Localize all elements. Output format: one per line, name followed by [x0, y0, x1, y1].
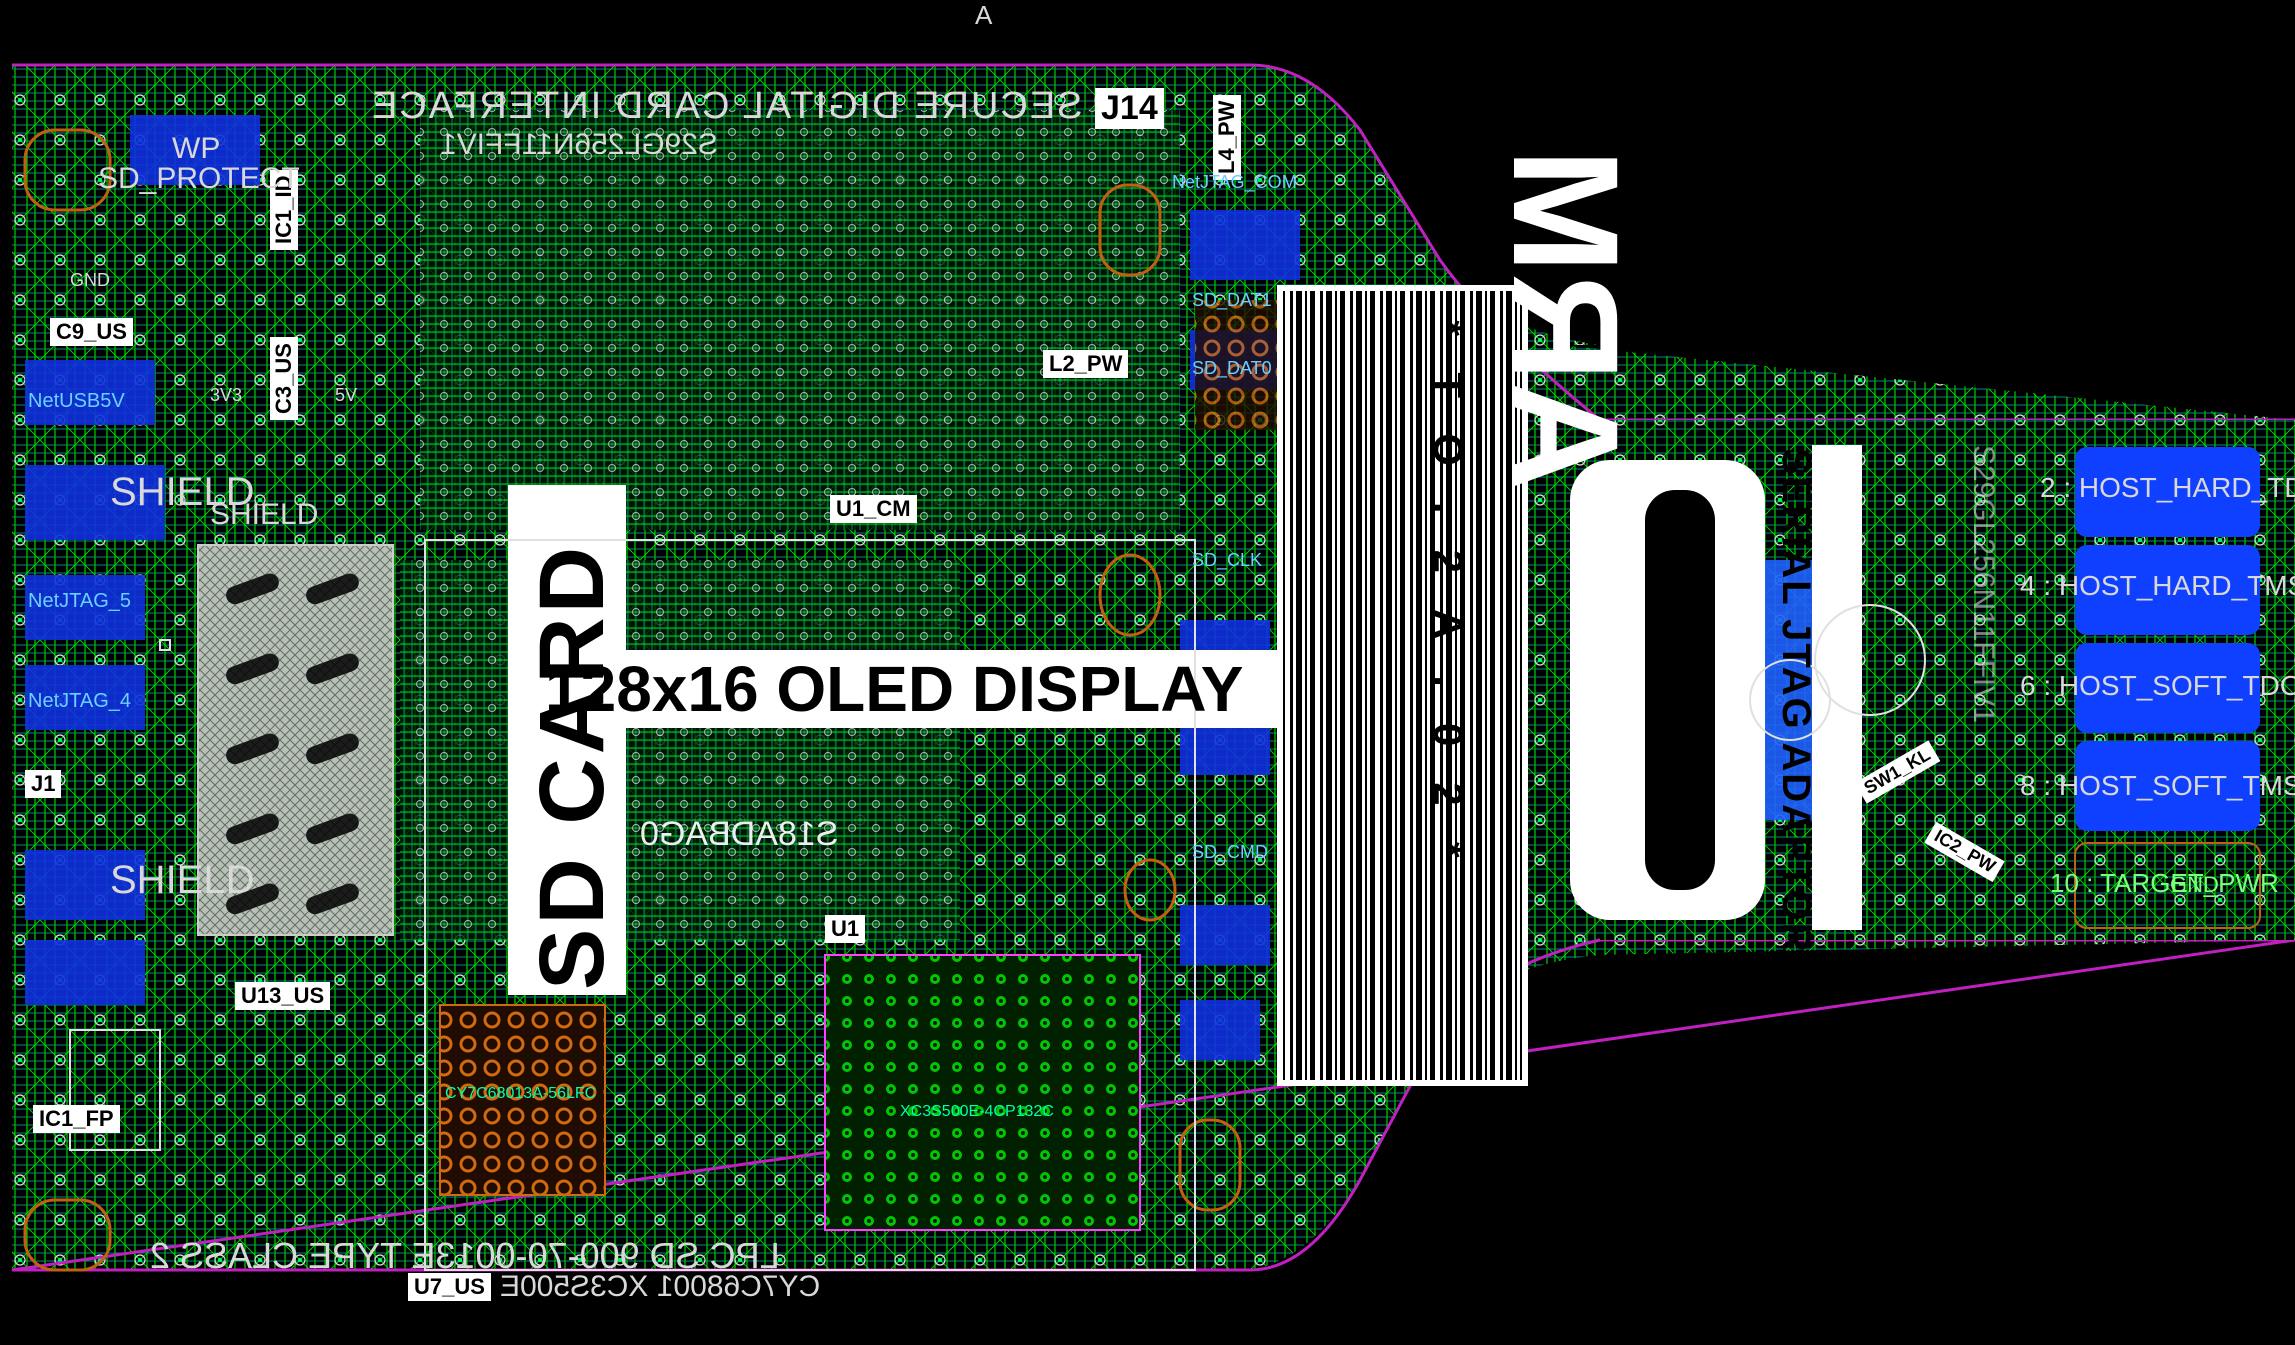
pin-name: HOST_HARD_TDO: [2078, 472, 2295, 503]
pin-num: 10: [2050, 868, 2079, 898]
marker-top: A: [975, 0, 993, 30]
sd-protect-label: SD_PROTECT: [98, 162, 300, 195]
refdes-l2-pw[interactable]: L2_PW: [1043, 350, 1129, 379]
refdes-c9-us[interactable]: C9_US: [50, 318, 133, 347]
serial-jtag-label: SERIAL JTAG ADAPTOR: [1774, 448, 1818, 954]
sd-dat1-label: SD_DAT1: [1192, 290, 1272, 310]
fpga-footprint: [824, 954, 1141, 1231]
shield-label-2: SHIELD: [210, 498, 319, 531]
pin-num: 4: [2020, 570, 2036, 601]
jtag-connector-pads: [2075, 447, 2260, 831]
sd-card-label: SD CARD: [521, 542, 623, 990]
subtitle-silk: S29GL256N11FFIV1: [440, 128, 718, 161]
refdes-j14[interactable]: J14: [1095, 88, 1164, 130]
refdes-l4-pw[interactable]: L4_PW: [1213, 94, 1242, 180]
oled-display-label: 128x16 OLED DISPLAY: [545, 653, 1244, 725]
pin-name: HOST_HARD_TMS: [2058, 570, 2295, 601]
bottom-silk-2: CY7C68001 XC3S500E: [500, 1270, 821, 1303]
net-jtag-com-label: NetJTAG_COM: [1172, 172, 1297, 192]
sd-socket-hatch: [197, 544, 394, 936]
net-jtag5-label: NetJTAG_5: [28, 590, 131, 612]
refdes-c3-us[interactable]: C3_US: [270, 337, 299, 420]
pin-name: HOST_SOFT_TDO: [2058, 670, 2295, 701]
refdes-u7-us[interactable]: U7_US: [408, 1273, 491, 1302]
refdes-u13-us[interactable]: U13_US: [235, 982, 331, 1011]
pin-num: 2: [2040, 472, 2056, 503]
middle-chip-silk: S18ADBAG0: [640, 815, 839, 853]
barcode: [1280, 288, 1525, 1083]
refdes-u1-cm[interactable]: U1_CM: [830, 495, 917, 524]
cpu-label: CY7C68013A-56LFC: [445, 1085, 597, 1102]
net-jtag4-label: NetJTAG_4: [28, 690, 131, 712]
pin-num: 8: [2020, 770, 2036, 801]
fpga-label: XC3S500E-4CP132C: [900, 1103, 1054, 1120]
sd-cmd-label: SD_CMD: [1192, 842, 1269, 862]
pin-name: HOST_SOFT_TMS: [2058, 770, 2295, 801]
gnd-label: GND: [70, 270, 110, 290]
copper-pours: [25, 115, 1835, 1060]
title-silk: SECURE DIGITAL CARD INTERFACE: [370, 85, 1083, 127]
pin-ground-label: GND: [2170, 872, 2219, 897]
pin-2-label: 2 : HOST_HARD_TDO: [2040, 472, 2295, 504]
shield-label-1: SHIELD: [110, 470, 255, 514]
shield-label-3: SHIELD: [110, 858, 255, 902]
refdes-u1[interactable]: U1: [825, 915, 866, 944]
v33-label: 3V3: [210, 385, 243, 405]
sd-clk-label: SD_CLK: [1192, 550, 1263, 570]
wp-label: WP: [172, 132, 221, 165]
net-usb5v-label: NetUSB5V: [28, 390, 125, 412]
mounting-holes: [23, 128, 1242, 1272]
barcode-text: *TO.2A.02*: [1425, 320, 1472, 894]
pin-4-label: 4 : HOST_HARD_TMS: [2020, 570, 2295, 602]
arm-logo: ARM: [1482, 148, 1650, 490]
vertical-left-silk: S29GL256N11FFIV1: [1967, 445, 2000, 723]
pin-10-label: 10 : TARGET_PWR: [2050, 868, 2279, 898]
v5-label: 5V: [335, 385, 358, 405]
refdes-j1[interactable]: J1: [25, 770, 62, 799]
usb-controller-footprint: [439, 1004, 606, 1196]
pin-8-label: 8 : HOST_SOFT_TMS: [2020, 770, 2295, 802]
refdes-ic1-fp[interactable]: IC1_FP: [33, 1105, 120, 1134]
pin-num: 6: [2020, 670, 2036, 701]
pin-6-label: 6 : HOST_SOFT_TDO: [2020, 670, 2295, 702]
pin-name: TARGET_PWR: [2100, 868, 2279, 898]
sd-dat0-label: SD_DAT0: [1192, 358, 1272, 378]
